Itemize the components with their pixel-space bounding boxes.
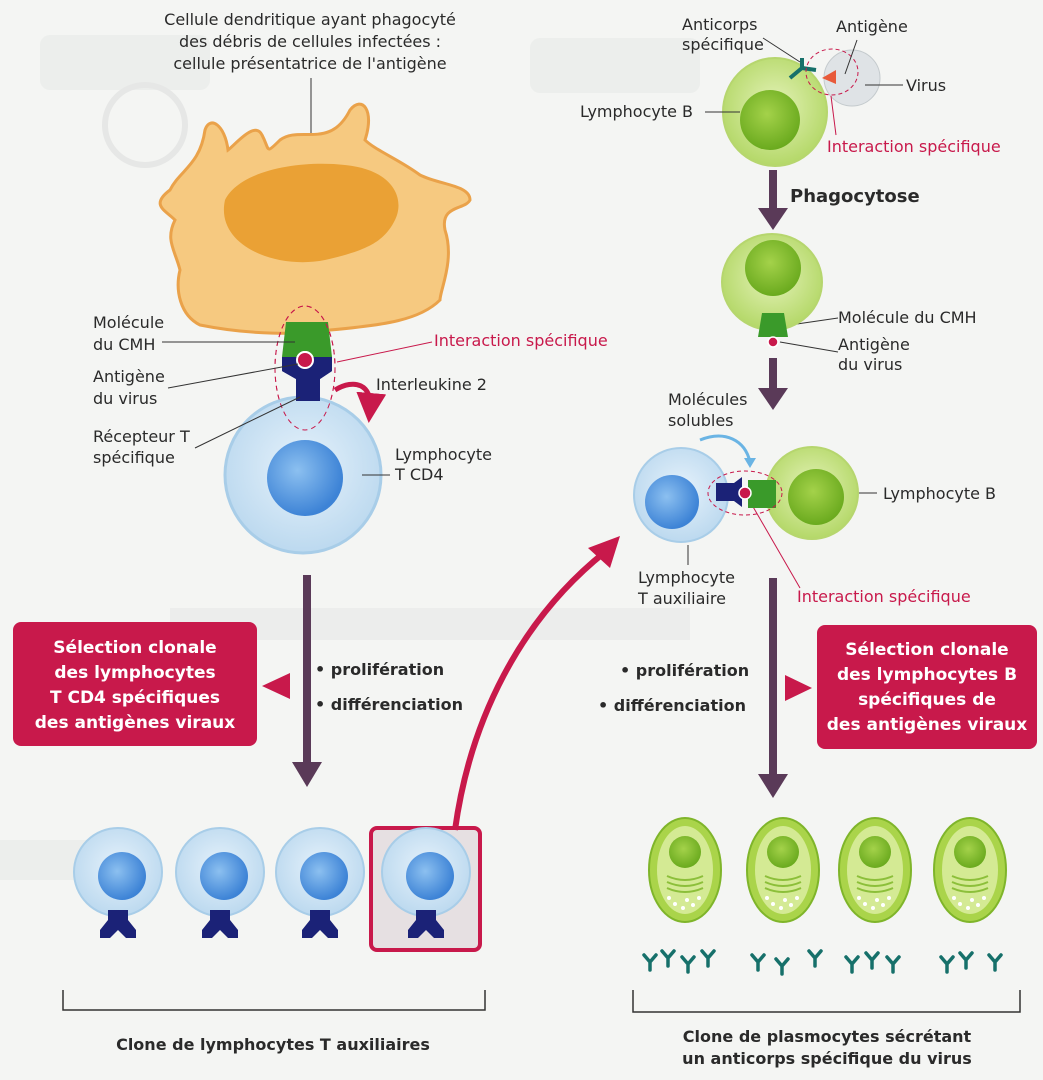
b-cell-presenting xyxy=(721,233,823,348)
t-aux-b-interaction xyxy=(633,446,859,543)
b-cell-top xyxy=(722,57,828,167)
svg-text:des lymphocytes: des lymphocytes xyxy=(54,663,215,683)
label-receptor: Récepteur T xyxy=(93,427,190,446)
svg-text:Sélection clonale: Sélection clonale xyxy=(53,638,216,658)
svg-text:des antigènes viraux: des antigènes viraux xyxy=(35,713,235,733)
red-curved-arrow xyxy=(452,549,607,831)
label-antigen-right: Antigène xyxy=(838,335,910,354)
secreted-antibodies xyxy=(642,949,1003,976)
step-differentiation: • différenciation xyxy=(315,695,463,714)
bracket-left xyxy=(62,990,486,1011)
plasmocyte xyxy=(838,817,912,923)
svg-text:du virus: du virus xyxy=(93,389,157,408)
svg-text:du CMH: du CMH xyxy=(93,335,155,354)
label-clone-plasmocytes: Clone de plasmocytes sécrétant xyxy=(683,1027,972,1046)
step-proliferation-right: • prolifération xyxy=(620,661,749,680)
plasmocyte xyxy=(933,817,1007,923)
label-cmh: Molécule xyxy=(93,313,164,332)
left-down-arrow xyxy=(292,575,322,787)
svg-text:des débris de cellules infecté: des débris de cellules infectées : xyxy=(179,32,441,51)
right-down-arrow xyxy=(758,578,788,798)
soluble-arrow-icon xyxy=(699,434,752,463)
svg-text:cellule présentatrice de l'ant: cellule présentatrice de l'antigène xyxy=(173,54,446,73)
selection-box-b: Sélection clonale des lymphocytes B spéc… xyxy=(817,625,1037,749)
step-proliferation: • prolifération xyxy=(315,660,444,679)
label-b-cell: Lymphocyte B xyxy=(580,102,693,121)
triangle-right-icon xyxy=(785,675,812,701)
svg-text:spécifique: spécifique xyxy=(93,448,175,467)
svg-text:T CD4 spécifiques: T CD4 spécifiques xyxy=(50,688,220,708)
label-phagocytose: Phagocytose xyxy=(790,186,920,207)
label-t-aux: Lymphocyte xyxy=(638,568,735,587)
arrow-phagocytose xyxy=(758,170,788,230)
antibody-icon xyxy=(788,58,817,80)
label-t-cd4: Lymphocyte xyxy=(395,445,492,464)
t-cell xyxy=(73,827,163,939)
interleukin-arrow-icon xyxy=(333,381,387,423)
svg-text:des lymphocytes B: des lymphocytes B xyxy=(837,665,1017,685)
svg-text:T auxiliaire: T auxiliaire xyxy=(637,589,726,608)
svg-text:T CD4: T CD4 xyxy=(394,465,444,484)
plasmocyte xyxy=(746,817,820,923)
svg-text:un anticorps spécifique du vir: un anticorps spécifique du virus xyxy=(682,1049,972,1068)
plasmocyte xyxy=(648,817,722,923)
svg-text:Sélection clonale: Sélection clonale xyxy=(845,640,1008,660)
svg-text:Cellule dendritique ayant phag: Cellule dendritique ayant phagocyté xyxy=(164,10,456,29)
label-cmh-right: Molécule du CMH xyxy=(838,308,977,327)
label-interaction-top: Interaction spécifique xyxy=(827,137,1001,156)
triangle-left-icon xyxy=(262,673,290,699)
t-cell xyxy=(275,827,365,939)
mhc-molecule xyxy=(282,322,332,357)
label-antigen-top: Antigène xyxy=(836,17,908,36)
dendritic-cell xyxy=(158,102,472,335)
label-soluble: Molécules xyxy=(668,390,747,409)
svg-text:spécifique: spécifique xyxy=(682,35,764,54)
dendritic-cell-title: Cellule dendritique ayant phagocyté des … xyxy=(164,10,456,73)
label-interaction-bottom: Interaction spécifique xyxy=(797,587,971,606)
svg-text:des antigènes viraux: des antigènes viraux xyxy=(827,715,1027,735)
label-interleukin: Interleukine 2 xyxy=(376,375,487,394)
antigen-triangle xyxy=(822,70,836,84)
step-differentiation-right: • différenciation xyxy=(598,696,746,715)
svg-text:solubles: solubles xyxy=(668,411,734,430)
label-virus: Virus xyxy=(906,76,946,95)
arrow-down-2 xyxy=(758,358,788,410)
left-leader-lines xyxy=(162,341,390,476)
label-clone-t: Clone de lymphocytes T auxiliaires xyxy=(116,1035,430,1054)
t-cd4-cell xyxy=(223,395,383,555)
plasmocyte-clone xyxy=(648,817,1007,923)
label-antibody: Anticorps xyxy=(682,15,757,34)
label-interaction: Interaction spécifique xyxy=(434,331,608,350)
bracket-right xyxy=(632,990,1021,1013)
t-cell xyxy=(175,827,265,939)
svg-text:du virus: du virus xyxy=(838,355,902,374)
label-b-cell-2: Lymphocyte B xyxy=(883,484,996,503)
selection-box-t: Sélection clonale des lymphocytes T CD4 … xyxy=(13,622,257,746)
label-antigen: Antigène xyxy=(93,367,165,386)
svg-text:spécifiques de: spécifiques de xyxy=(858,690,996,710)
